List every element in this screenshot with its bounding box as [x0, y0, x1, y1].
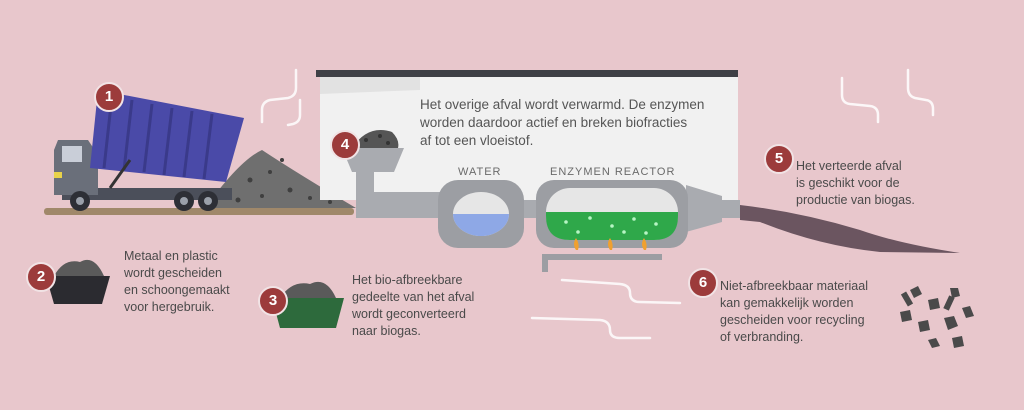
burners — [542, 238, 662, 272]
reactor-label: ENZYMEN REACTOR — [550, 166, 676, 178]
step-3-text: Het bio-afbreekbare gedeelte van het afv… — [352, 273, 475, 338]
step-badge-3: 3 — [258, 286, 288, 316]
step-badge-2: 2 — [26, 262, 56, 292]
waste-pile-debris — [235, 158, 332, 204]
step-5-text: Het verteerde afval is geschikt voor de … — [796, 159, 915, 207]
step-badge-4: 4 — [330, 130, 360, 160]
step-badge-1: 1 — [94, 82, 124, 112]
step-6-text: Niet-afbreekbaar materiaal kan gemakkeli… — [720, 279, 868, 344]
ground-strip — [44, 208, 354, 215]
factory-building — [316, 70, 738, 200]
non-degradable-debris — [900, 286, 974, 348]
water-tank-label: WATER — [458, 166, 502, 178]
enzyme-reactor — [536, 180, 688, 248]
decorative-lines — [260, 68, 935, 340]
step-badge-5: 5 — [764, 144, 794, 174]
step-2-text: Metaal en plastic wordt gescheiden en sc… — [124, 249, 230, 314]
waste-pile — [205, 150, 356, 208]
bio-waste-bin — [272, 281, 344, 328]
water-tank — [438, 180, 524, 248]
input-hopper — [342, 130, 404, 172]
step-badge-6: 6 — [688, 268, 718, 298]
dump-truck — [54, 90, 244, 211]
metal-plastic-bin — [46, 259, 110, 304]
step-4-text: Het overige afval wordt verwarmd. De enz… — [420, 97, 705, 148]
digested-waste-flow — [740, 205, 960, 253]
